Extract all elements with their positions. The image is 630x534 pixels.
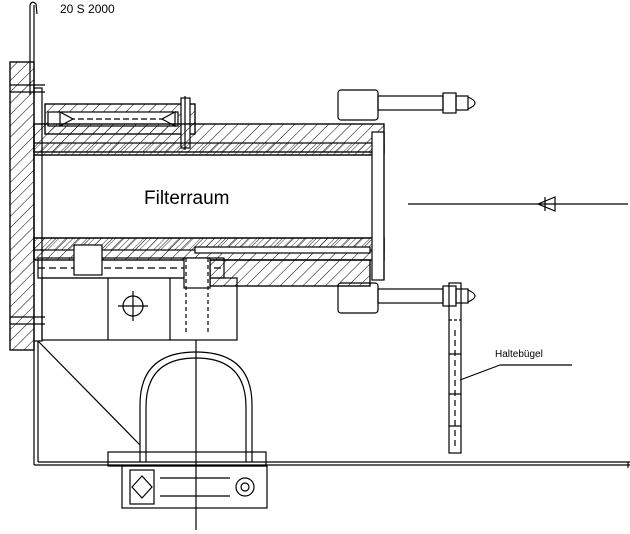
bracket-label: Haltebügel (495, 349, 543, 360)
filter-room-label: Filterraum (144, 188, 230, 209)
bolt-lower (337, 282, 476, 314)
tube-wall-upper (33, 123, 385, 156)
wall-flange (9, 61, 45, 351)
bracket (448, 282, 462, 454)
connection-block (37, 244, 238, 341)
bracket-leader (459, 364, 572, 381)
flow-arrow (408, 196, 628, 212)
bolt-upper (337, 89, 476, 121)
tube-end-flange (371, 131, 385, 281)
drawing-code: 20 S 2000 (60, 2, 115, 16)
drain-unit (107, 451, 268, 509)
filter-dome (139, 340, 253, 530)
enclosure (33, 340, 630, 468)
